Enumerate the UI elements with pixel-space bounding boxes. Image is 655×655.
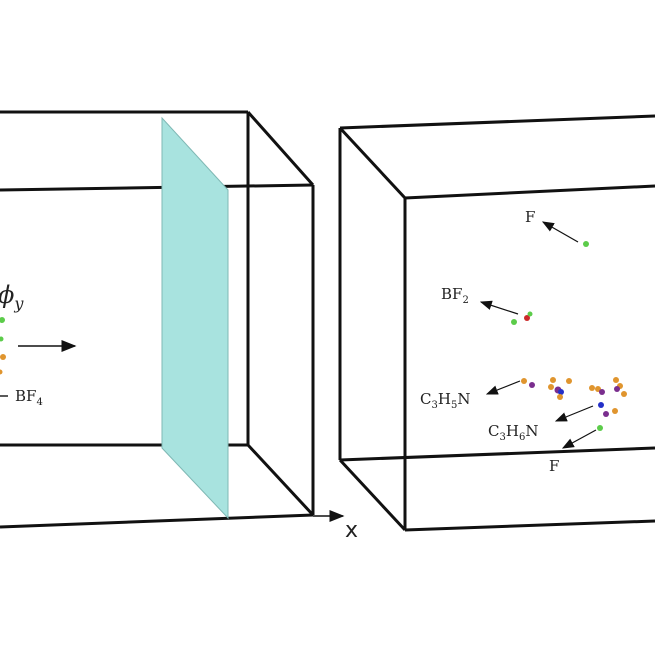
right-particles <box>511 241 627 431</box>
label-f-top: F <box>525 208 535 226</box>
right-box <box>338 114 655 532</box>
phi-y-label: ϕy <box>0 281 24 313</box>
left-particles <box>0 317 6 375</box>
label-f-bottom: F <box>549 457 559 475</box>
cyan-plane <box>161 116 229 520</box>
label-c3h5n: C3H5N <box>420 390 470 411</box>
left-box <box>0 110 315 529</box>
x-axis-label: x <box>345 518 358 543</box>
label-c3h6n: C3H6N <box>488 422 538 443</box>
label-bf2: BF2 <box>441 285 469 306</box>
right-arrows <box>479 221 597 449</box>
bf4-label: BF4 <box>15 387 43 408</box>
